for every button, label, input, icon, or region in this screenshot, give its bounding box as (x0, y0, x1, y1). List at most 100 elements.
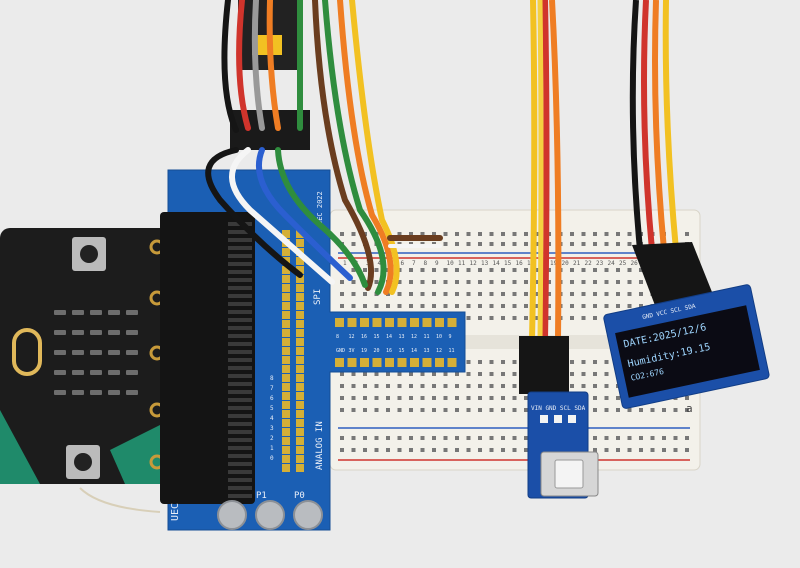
header-pin (282, 464, 290, 472)
breadboard-hole (639, 448, 643, 452)
breakout-brand: UEC (170, 503, 181, 521)
header-pin (282, 311, 290, 319)
breadboard-hole (524, 396, 528, 400)
breadboard-row-number: 6 (401, 260, 405, 267)
edge-pin (228, 310, 252, 314)
header-pin (422, 358, 432, 367)
header-pin (435, 358, 444, 367)
breadboard-hole (627, 304, 632, 308)
breadboard-hole (524, 292, 528, 296)
breadboard-hole (685, 232, 689, 236)
breadboard-hole (489, 292, 494, 296)
breadboard-hole (570, 280, 574, 284)
header-pin (296, 338, 304, 346)
breadboard-hole (489, 408, 494, 412)
breadboard-hole (581, 372, 586, 376)
breadboard-hole (604, 372, 609, 376)
header-pin (282, 365, 290, 373)
breadboard-hole (432, 232, 436, 236)
sensor-connector (519, 336, 569, 394)
breadboard-hole (535, 316, 540, 320)
breadboard-hole (570, 268, 574, 272)
led-matrix (54, 310, 138, 395)
breadboard-hole (478, 232, 482, 236)
breadboard-hole (524, 448, 528, 452)
breadboard-row-number: 11 (458, 260, 466, 267)
breadboard-hole (627, 408, 632, 412)
breadboard-hole (443, 408, 448, 412)
breadboard-hole (340, 436, 344, 440)
breadboard-row-number: 26 (631, 260, 639, 267)
breadboard-hole (501, 372, 505, 376)
breadboard-hole (432, 448, 436, 452)
breadboard-hole (455, 396, 459, 400)
breadboard-hole (639, 268, 643, 272)
breadboard-hole (593, 232, 597, 236)
breadboard-hole (547, 304, 551, 308)
breadboard-hole (570, 232, 574, 236)
breadboard-hole (340, 384, 344, 388)
breadboard-hole (351, 436, 356, 440)
led (126, 370, 138, 375)
edge-pin (228, 262, 252, 266)
breadboard-hole (650, 436, 655, 440)
breadboard-row-number: 15 (504, 260, 512, 267)
header-pin (296, 392, 304, 400)
breadboard-hole (420, 232, 425, 236)
breadboard-hole (443, 268, 448, 272)
edge-pin (228, 406, 252, 410)
led (54, 350, 66, 355)
breadboard-hole (397, 408, 402, 412)
breadboard-hole (374, 384, 379, 388)
breadboard-hole (547, 316, 551, 320)
header-pin-label: 20 (374, 348, 380, 354)
oled-screen (615, 305, 760, 398)
breadboard-hole (397, 384, 402, 388)
header-pin (282, 338, 290, 346)
breadboard-hole (397, 292, 402, 296)
breadboard-hole (466, 268, 471, 272)
breadboard-hole (547, 292, 551, 296)
header-pin (282, 275, 290, 283)
header-pin (296, 293, 304, 301)
breadboard-hole (420, 372, 425, 376)
breadboard-hole (604, 304, 609, 308)
breadboard-hole (397, 448, 402, 452)
led (72, 370, 84, 375)
breadboard-hole (443, 396, 448, 400)
header-pin (282, 446, 290, 454)
breadboard-hole (581, 268, 586, 272)
oled-module: GND VCC SCL SDA DATE:2025/12/6 Humidity:… (603, 0, 770, 409)
led (126, 390, 138, 395)
oled-connector (632, 242, 716, 308)
breadboard-hole (512, 268, 517, 272)
edge-pin (228, 270, 252, 274)
breadboard-hole (478, 408, 482, 412)
breadboard-hole (432, 408, 436, 412)
breakout-top-label: UEC 2022 (316, 191, 324, 225)
led (108, 390, 120, 395)
edge-pin (228, 238, 252, 242)
pad-p0 (293, 500, 323, 530)
breadboard-row-number: 1 (343, 260, 347, 267)
breadboard-hole (593, 360, 597, 364)
breadboard-hole (351, 242, 356, 246)
edge-pin (228, 342, 252, 346)
breadboard-row-letter: a (686, 402, 693, 415)
breadboard-hole (662, 408, 666, 412)
breadboard-hole (363, 396, 367, 400)
header-pin (422, 318, 432, 327)
breadboard-hole (466, 242, 471, 246)
breadboard-hole (351, 268, 356, 272)
breadboard-hole (524, 436, 528, 440)
header-pin-label: 13 (424, 348, 430, 354)
left-pin-label: 0 (270, 455, 274, 462)
left-pin-label: 3 (270, 425, 274, 432)
breadboard-hole (397, 232, 402, 236)
breadboard-hole (535, 304, 540, 308)
breadboard-hole (363, 408, 367, 412)
breadboard-hole (501, 242, 505, 246)
pad-label-p0: P0 (294, 491, 305, 501)
header-pin (335, 358, 344, 367)
breadboard-hole (512, 242, 517, 246)
